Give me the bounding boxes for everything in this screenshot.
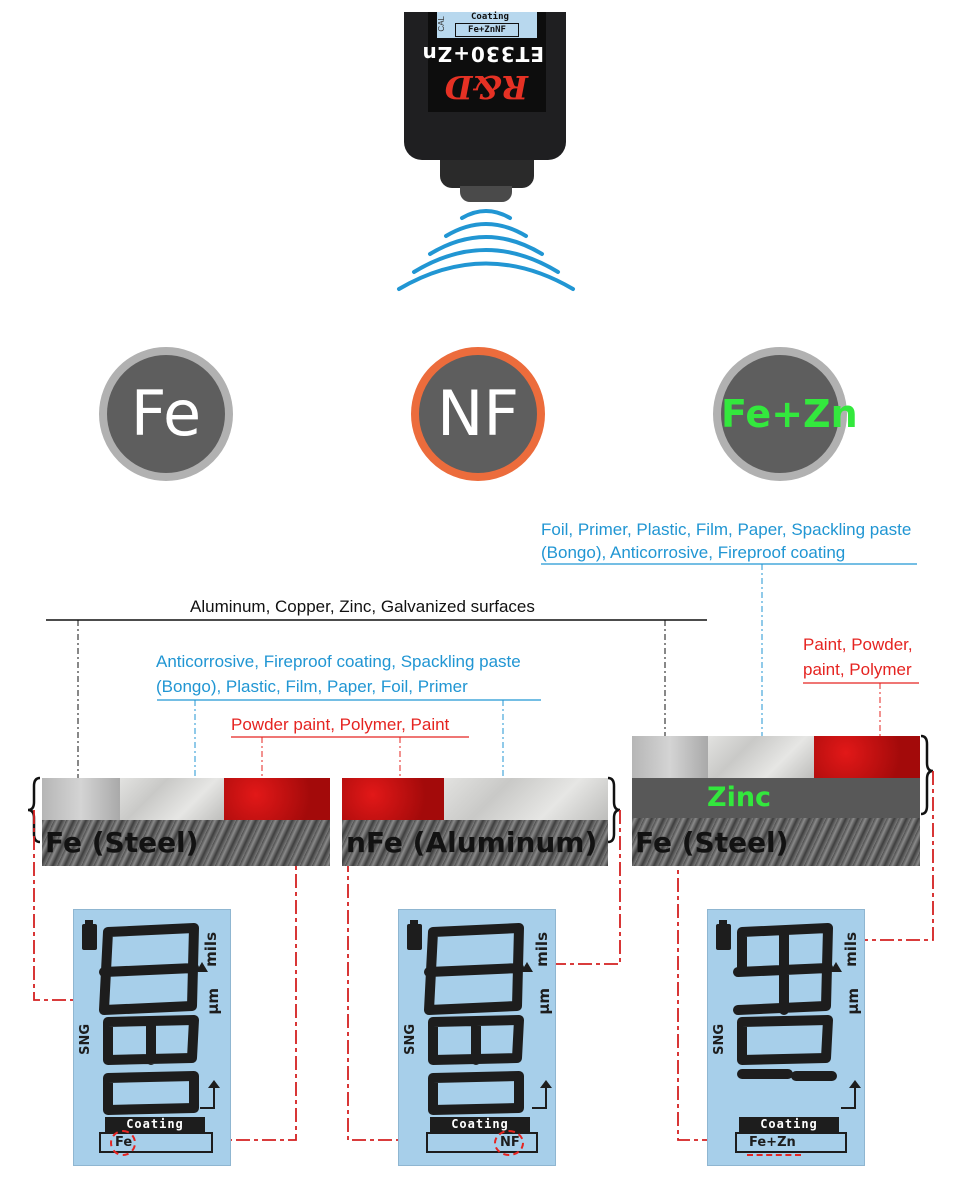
sample2-primer-layer	[444, 778, 608, 820]
sample1-base: Fe (Steel)	[42, 820, 330, 866]
fezn-coatings-line1: Foil, Primer, Plastic, Film, Paper, Spac…	[541, 520, 912, 539]
nonmagnetic-coatings-line1: Anticorrosive, Fireproof coating, Spackl…	[156, 652, 521, 671]
lcd-unit-mils: mils	[842, 932, 860, 967]
substrate-fezn-badge: Fe+Zn	[713, 347, 858, 481]
sample1-paint-layer	[224, 778, 330, 820]
sample3-zinc-layer: Zinc	[632, 778, 920, 818]
sample3-base-label: Fe (Steel)	[635, 826, 789, 859]
lcd-mode-box: Fe+Zn	[735, 1132, 847, 1156]
device-brand-logo: R&D	[444, 68, 528, 106]
device-mini-lcd: Coating Fe+ZnNF CAL	[437, 12, 537, 38]
lcd-mode-box: NF	[426, 1130, 538, 1156]
paint-left-label: Powder paint, Polymer, Paint	[231, 715, 450, 734]
lcd-sng: SNG	[712, 1024, 727, 1055]
lcd-sng: SNG	[78, 1024, 93, 1055]
device-lcd-coating: Coating	[471, 12, 509, 22]
paint-right-label: Paint, Powder, paint, Polymer	[803, 632, 913, 682]
lcd-segments-nf	[407, 920, 552, 1115]
sample3-base: Fe (Steel)	[632, 818, 920, 866]
sample3-metal-layer	[632, 736, 708, 778]
sample1-metal-layer	[42, 778, 120, 820]
nonmagnetic-coatings-label: Anticorrosive, Fireproof coating, Spackl…	[156, 649, 521, 699]
sensor-waves-icon	[397, 209, 575, 291]
lcd-display-nf: mils µm SNG Coating NF	[398, 909, 556, 1166]
lcd-coating-label: Coating	[739, 1117, 839, 1132]
sample3-paint-layer	[814, 736, 920, 778]
sample2-base: nFe (Aluminum)	[342, 820, 608, 866]
device-probe-tip	[460, 186, 512, 202]
sample3-zinc-label: Zinc	[707, 782, 772, 813]
device-model: ET330+Zn	[421, 42, 544, 66]
lcd-unit-um: µm	[844, 988, 862, 1015]
paint-right-line2: paint, Polymer	[803, 660, 912, 679]
lcd-unit-mils: mils	[202, 932, 220, 967]
nonmagnetic-coatings-line2: (Bongo), Plastic, Film, Paper, Foil, Pri…	[156, 677, 468, 696]
lcd-unit-um: µm	[204, 988, 222, 1015]
device-neck	[440, 160, 534, 188]
paint-right-line1: Paint, Powder,	[803, 635, 913, 654]
lcd-display-fezn: mils µm SNG Coating Fe+Zn	[707, 909, 865, 1166]
device-lcd-cal: CAL	[437, 16, 446, 32]
sample3-primer-layer	[708, 736, 814, 778]
sample2-paint-layer	[342, 778, 444, 820]
lcd-sng: SNG	[403, 1024, 418, 1055]
lcd-coating-label: Coating	[105, 1117, 205, 1132]
lcd-segments-fezn	[716, 920, 861, 1109]
lcd-mode-text: Fe+Zn	[749, 1135, 796, 1150]
lcd-display-fe: mils µm SNG Coating Fe	[73, 909, 231, 1166]
lcd-unit-mils: mils	[533, 932, 551, 967]
fezn-coatings-label: Foil, Primer, Plastic, Film, Paper, Spac…	[541, 518, 911, 564]
sample1-primer-layer	[120, 778, 224, 820]
sample1-base-label: Fe (Steel)	[45, 826, 199, 859]
fezn-coatings-line2: (Bongo), Anticorrosive, Fireproof coatin…	[541, 543, 846, 562]
lcd-unit-um: µm	[535, 988, 553, 1015]
nonferrous-surfaces-label: Aluminum, Copper, Zinc, Galvanized surfa…	[190, 597, 535, 616]
lcd-segments-fe	[82, 920, 220, 1115]
lcd-coating-label: Coating	[430, 1117, 530, 1132]
lcd-mode-box: Fe	[99, 1130, 213, 1156]
mode-highlight-icon	[494, 1130, 524, 1156]
substrate-fe-badge: Fe	[99, 347, 233, 481]
mode-highlight-icon	[747, 1150, 801, 1156]
sample2-base-label: nFe (Aluminum)	[346, 826, 598, 859]
mode-highlight-icon	[110, 1130, 136, 1156]
substrate-nf-badge: NF	[411, 347, 545, 481]
device-lcd-mode: Fe+ZnNF	[455, 23, 519, 37]
